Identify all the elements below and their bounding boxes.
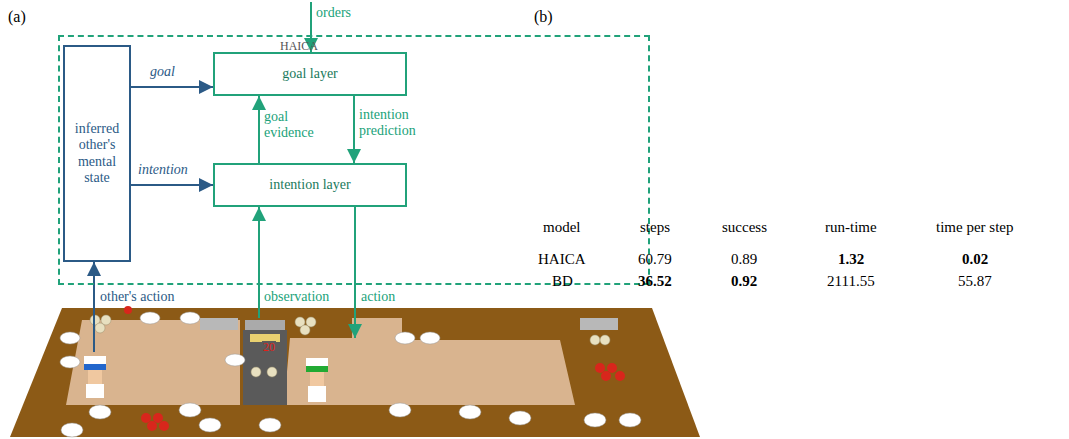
edge-label: intention prediction — [359, 107, 434, 139]
table-cell: steps — [640, 219, 670, 236]
action-arrow — [354, 207, 356, 338]
plates — [60, 312, 641, 437]
connector — [258, 96, 260, 163]
table-cell: BD — [552, 273, 573, 290]
table-cell: HAICA — [538, 251, 586, 268]
connector — [131, 86, 213, 88]
table-cell: 60.79 — [638, 251, 672, 268]
intention-layer-box: intention layer — [213, 163, 407, 207]
observation-arrow — [258, 207, 260, 318]
table-cell: 0.02 — [962, 251, 988, 268]
connector — [131, 184, 213, 186]
counter — [243, 330, 287, 405]
node-text: goal layer — [279, 66, 341, 82]
table-cell: 2111.55 — [827, 273, 875, 290]
arrow-label: other's action — [100, 289, 174, 305]
table-cell: 0.89 — [731, 251, 757, 268]
arrow-label: action — [361, 289, 395, 305]
haica-frame: HAICA inferred other's mental state goal l… — [58, 35, 650, 285]
edge-label: goal — [150, 64, 175, 80]
panel-letter: (a) — [8, 8, 26, 26]
node-text: intention layer — [266, 177, 353, 193]
others-action-arrow — [93, 262, 95, 352]
table-cell: success — [722, 219, 767, 236]
serve-area — [580, 318, 618, 330]
chef-green — [306, 358, 328, 402]
tomatoes — [124, 306, 625, 431]
edge-label: intention — [138, 162, 188, 178]
edge-label: goal evidence — [264, 109, 326, 141]
table-cell: 0.92 — [731, 273, 757, 290]
timer-number: 20 — [262, 341, 276, 355]
connector — [353, 96, 355, 163]
serve-area — [200, 318, 238, 330]
table-cell: 1.32 — [838, 251, 864, 268]
table-cell: model — [543, 219, 581, 236]
panel-letter: (b) — [534, 8, 553, 26]
floor-left — [66, 320, 240, 405]
floor-right — [284, 318, 575, 405]
onions — [90, 315, 610, 377]
table-cell: run-time — [825, 219, 877, 236]
node-text: inferred other's mental state — [65, 121, 129, 185]
goal-layer-box: goal layer — [213, 52, 407, 96]
chef-blue — [84, 356, 106, 398]
counter-top — [245, 320, 285, 330]
table-cell: 55.87 — [958, 273, 992, 290]
arrow-label: observation — [264, 289, 329, 305]
table-cell: 36.52 — [638, 273, 672, 290]
arrow-label: orders — [316, 5, 351, 21]
table-cell: time per step — [936, 219, 1013, 236]
mental-state-box: inferred other's mental state — [63, 45, 131, 262]
